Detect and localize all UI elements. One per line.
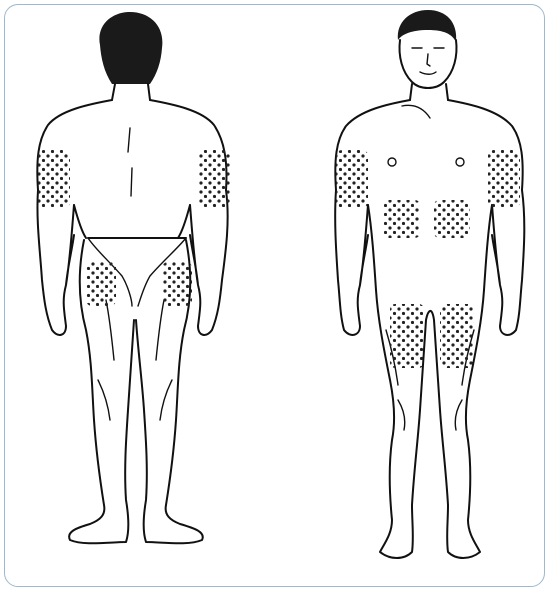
back-right-arm xyxy=(190,190,228,335)
front-upper-arm-left-zone xyxy=(336,150,368,208)
front-nipple-right xyxy=(456,158,464,166)
back-torso-sides xyxy=(74,205,190,238)
front-clavicle xyxy=(402,105,430,118)
back-upper-arm-right-zone xyxy=(198,150,230,208)
back-leg-details xyxy=(98,300,172,420)
front-upper-arm-right-zone xyxy=(488,150,520,208)
front-view-figure xyxy=(335,10,524,558)
back-view-figure xyxy=(37,12,230,543)
back-buttock-right-zone xyxy=(162,262,192,306)
front-thigh-right-zone xyxy=(440,304,474,368)
front-neck xyxy=(410,84,448,100)
front-hair xyxy=(398,10,456,42)
back-neck xyxy=(112,84,150,100)
front-left-arm xyxy=(335,190,368,335)
front-abdomen-right-zone xyxy=(434,200,470,238)
front-face-features xyxy=(412,48,444,74)
front-thigh-left-zone xyxy=(390,304,424,368)
back-spine xyxy=(128,128,132,196)
back-left-arm xyxy=(37,190,74,335)
front-nipple-left xyxy=(388,158,396,166)
front-abdomen-left-zone xyxy=(384,200,420,238)
back-head-hair xyxy=(99,12,162,84)
back-buttock-left-zone xyxy=(86,262,116,306)
back-upper-arm-left-zone xyxy=(38,150,70,208)
front-right-arm xyxy=(492,190,524,335)
